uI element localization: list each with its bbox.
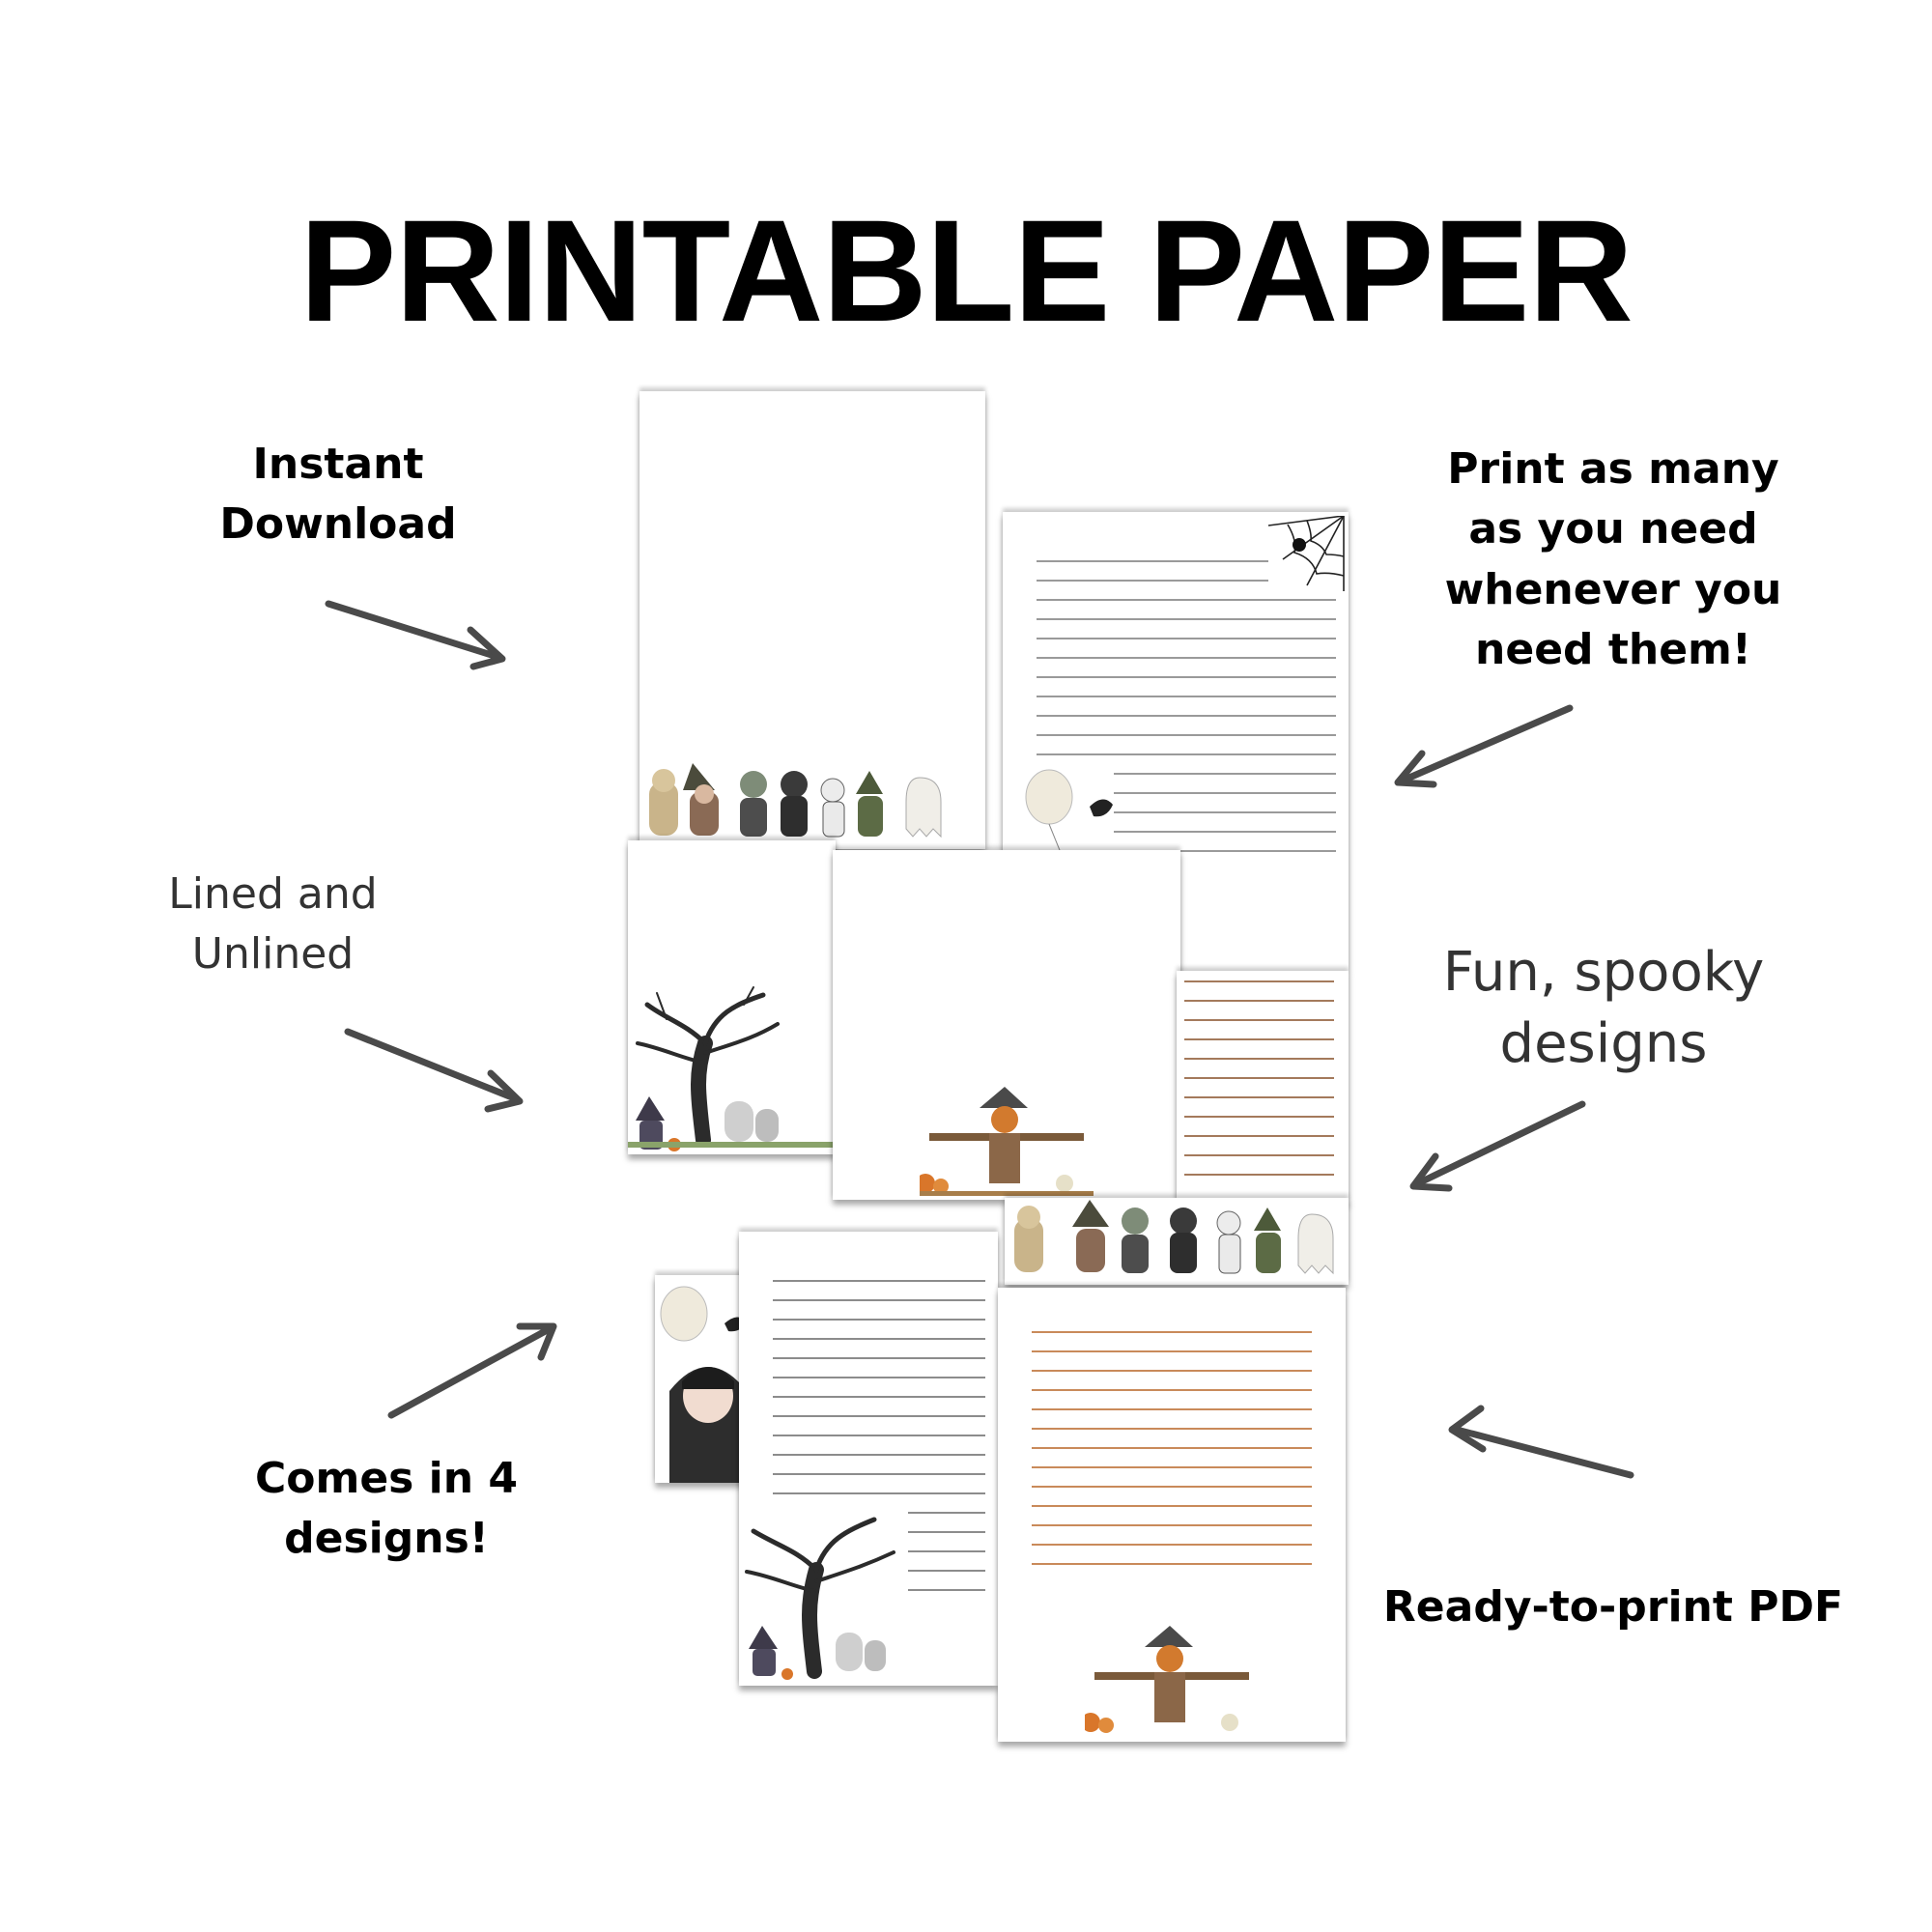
halloween-characters-border: [1014, 1200, 1334, 1275]
girl-with-balloon-and-crow: [660, 1286, 747, 1483]
scarecrow-with-pumpkins: [1085, 1626, 1249, 1733]
caption-print-as-many: Print as many as you need whenever you n…: [1444, 444, 1782, 675]
arrow-print-as-many: [1394, 704, 1574, 788]
sheet-unlined-tree: [628, 840, 836, 1154]
arrow-comes-in-4: [387, 1322, 557, 1419]
sheet-lined-gray-strip: [1177, 971, 1349, 1203]
spooky-tree-and-tombstones: [745, 1517, 895, 1680]
sheet-characters-border-2: [1005, 1198, 1349, 1285]
sheet-girl-strip: [655, 1275, 752, 1483]
arrow-instant-download: [325, 600, 506, 670]
caption-instant-download: Instant Download: [219, 440, 457, 550]
caption-ready-pdf: Ready-to-print PDF: [1382, 1582, 1844, 1632]
scarecrow-with-pumpkins: [920, 1087, 1094, 1196]
sheet-lined-tree: [739, 1232, 998, 1686]
page-title: PRINTABLE PAPER: [299, 189, 1634, 352]
caption-lined-unlined: Lined and Unlined: [168, 869, 378, 980]
sheet-unlined-scarecrow: [833, 850, 1180, 1200]
arrow-lined-unlined: [344, 1028, 524, 1113]
halloween-characters-border: [649, 763, 942, 838]
arrow-fun-spooky: [1409, 1100, 1586, 1192]
spooky-tree-and-tombstones: [628, 986, 836, 1151]
spider-web-corner: [1268, 516, 1345, 591]
sheet-lined-orange-scarecrow: [998, 1288, 1346, 1742]
arrow-ready-pdf: [1448, 1405, 1634, 1479]
sheet-unlined-characters: [639, 391, 985, 849]
caption-fun-spooky: Fun, spooky designs: [1442, 941, 1765, 1075]
caption-comes-in-4: Comes in 4 designs!: [254, 1454, 519, 1564]
